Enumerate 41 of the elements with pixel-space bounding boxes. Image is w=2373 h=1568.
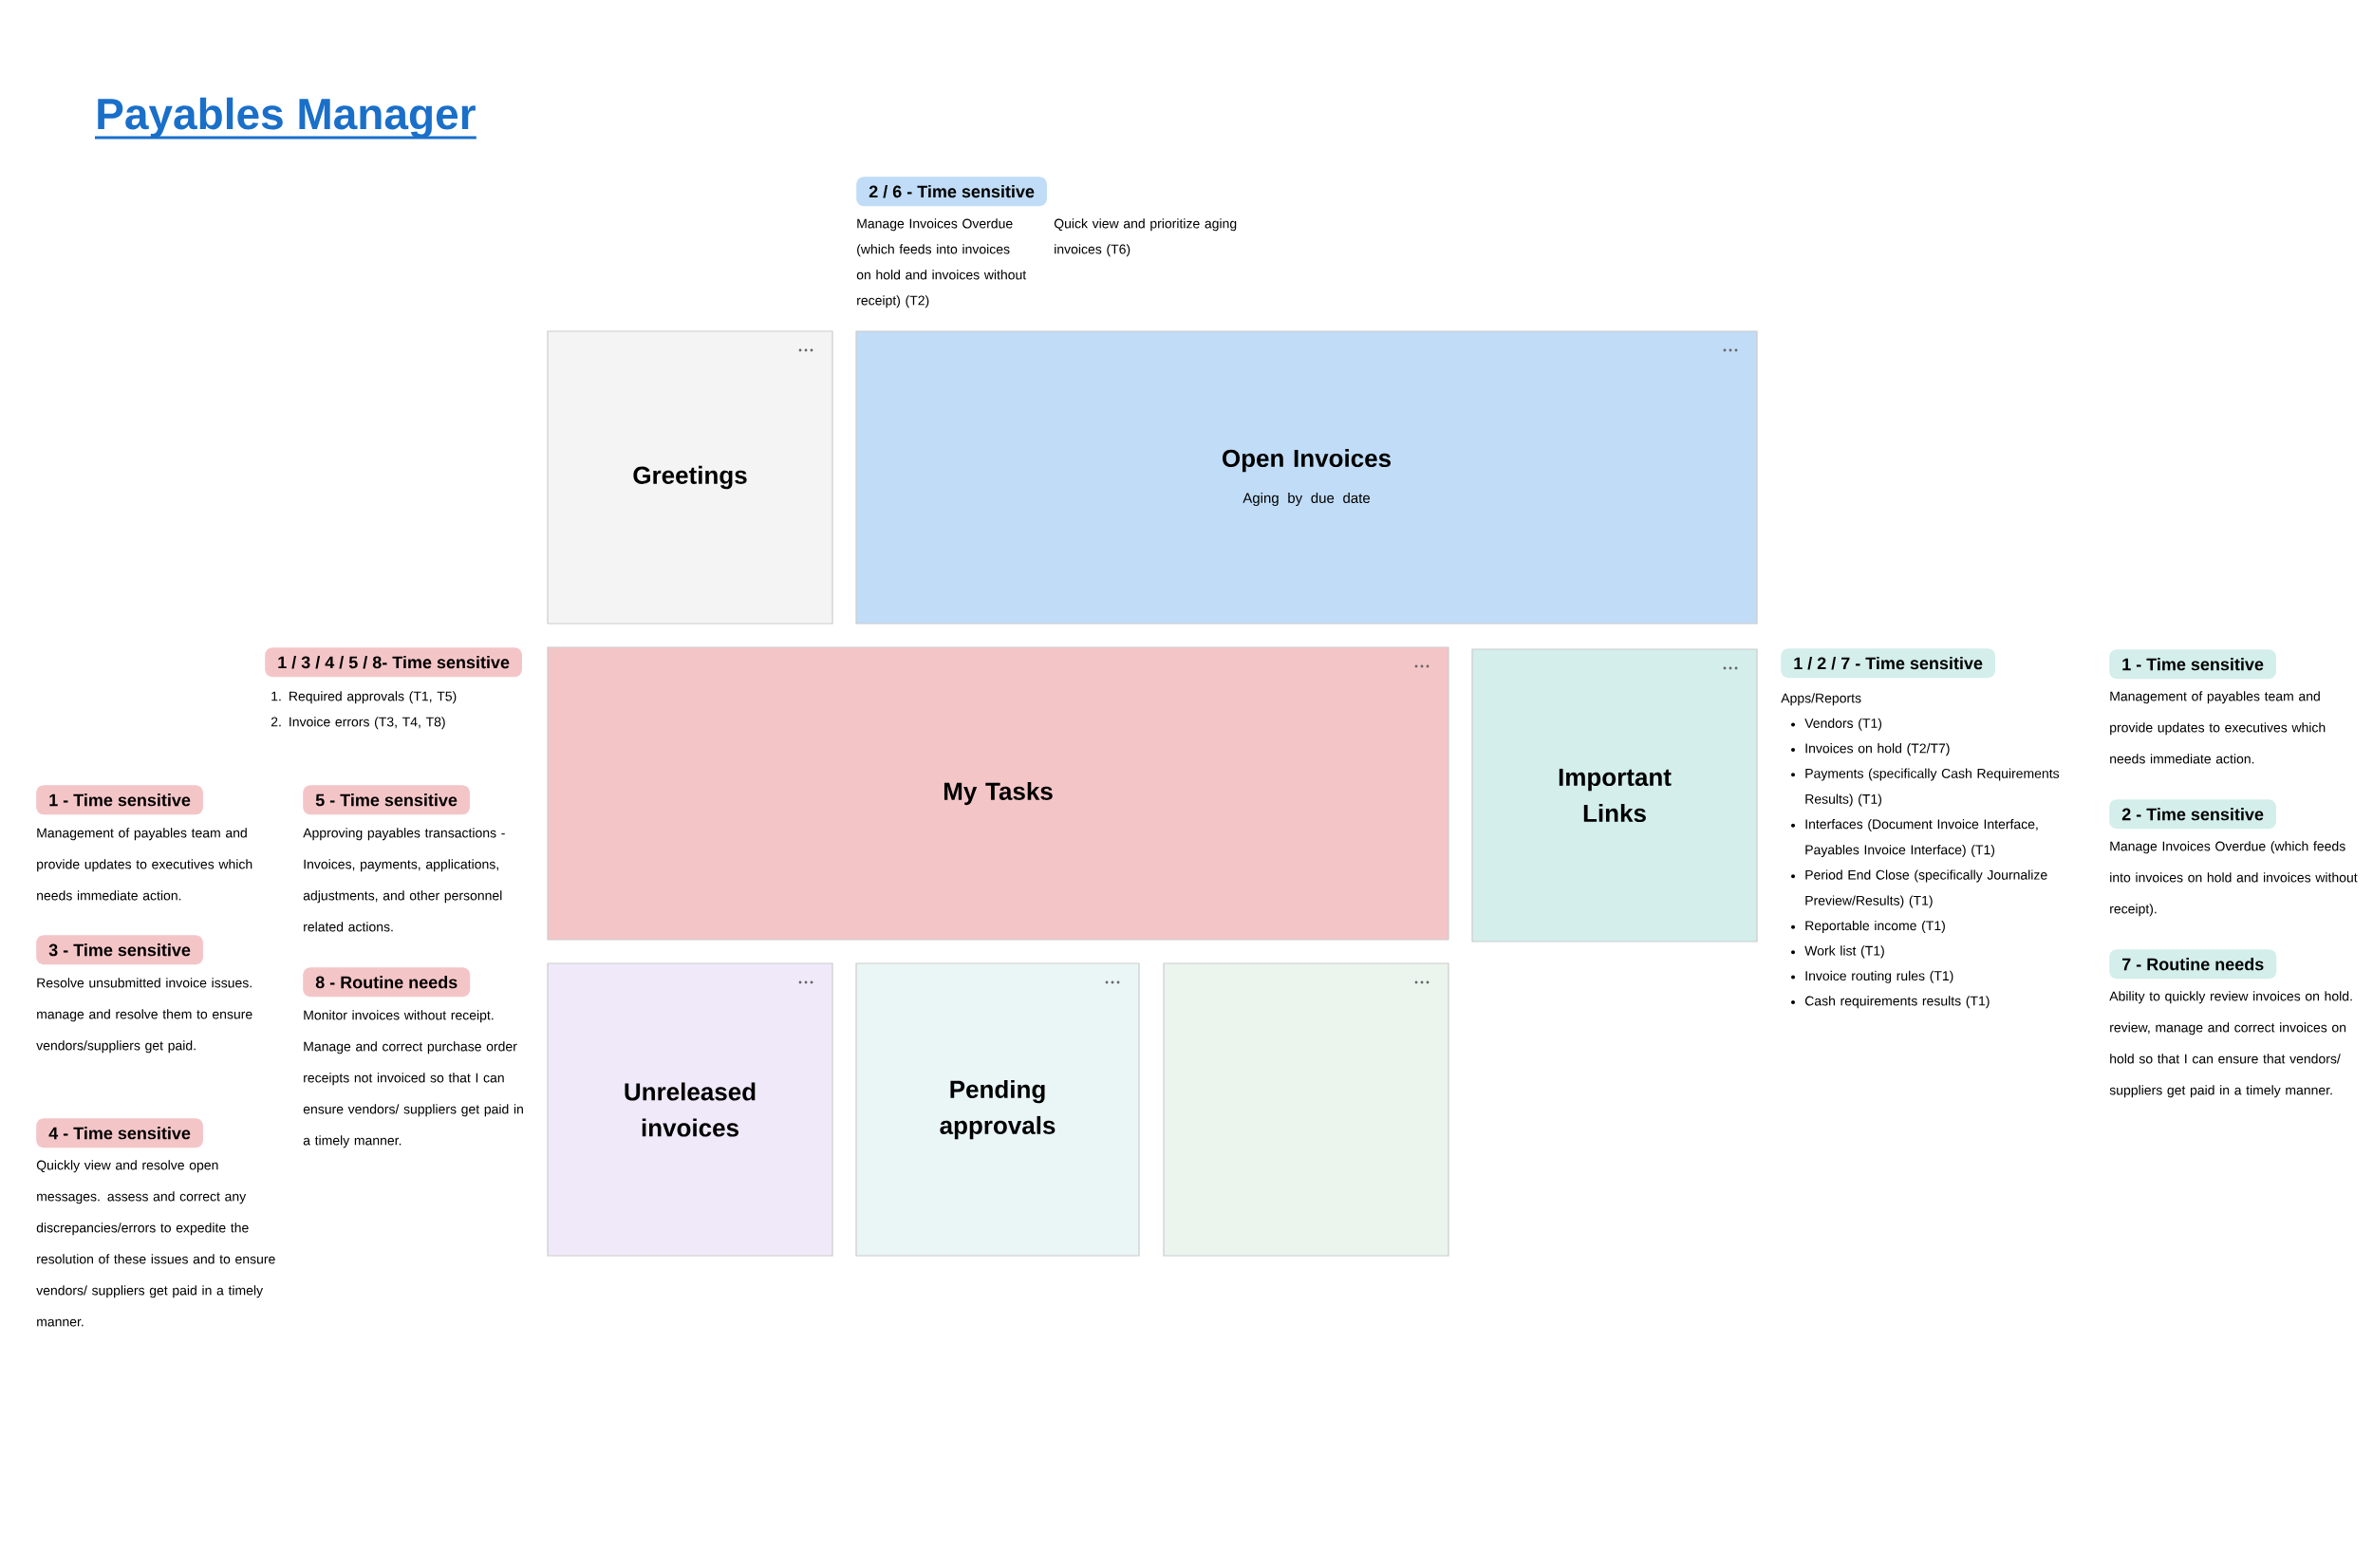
list-item: Vendors (T1) — [1791, 718, 1882, 731]
description-text: Management of payables team and provide updates to executives which needs immediate action. — [2110, 691, 2326, 764]
tag-pill: 2 - Time sensitive — [2109, 799, 2276, 830]
description-text: Manage Invoices Overdue (which feeds into invoices on hold and invoices without receipt). — [2110, 841, 2358, 917]
list-item: Work list (T1) — [1791, 945, 1884, 959]
tag-pill: 2 / 6 - Time sensitive — [856, 177, 1047, 207]
tile: Unreleased invoices — [547, 962, 833, 1257]
tag-pill: 4 - Time sensitive — [36, 1118, 203, 1148]
description-text: Monitor invoices without receipt. Manage and correct purchase order receipts not invoiced so that I can ensure vendors/ suppliers get paid in a timely manner. — [303, 1010, 523, 1148]
list-item: Invoices on hold (T2/T7) — [1791, 743, 1950, 756]
title-link: Payables Manager — [98, 97, 476, 139]
description-text: Approving payables transactions - Invoices, payments, applications, adjustments, and other personnel related actions. — [303, 828, 505, 932]
list-heading: Apps/Reports — [1781, 693, 1861, 706]
tag-pill: 8 - Routine needs — [303, 967, 471, 998]
tag-pill: 3 - Time sensitive — [36, 935, 203, 965]
description-text: Resolve unsubmitted invoice issues. manage and resolve them to ensure vendors/suppliers get paid. — [36, 978, 252, 1054]
list-item: Period End Close (specifically Journalize Preview/Results) (T1) — [1791, 869, 2047, 908]
tile: My Tasks — [547, 646, 1449, 941]
tag-pill: 1 - Time sensitive — [2109, 649, 2276, 680]
description-text: 2. Invoice errors (T3, T4, T8) — [271, 717, 445, 730]
description-text: 1. Required approvals (T1, T5) — [271, 691, 457, 704]
tag-pill: 1 - Time sensitive — [36, 785, 203, 815]
list-item: Payments (specifically Cash Requirements Results) (T1) — [1791, 768, 2060, 807]
description-text: Manage Invoices Overdue (which feeds into invoices on hold and invoices without receipt) (T2) — [856, 218, 1027, 308]
tile: Greetings — [547, 330, 833, 625]
list-item: Reportable income (T1) — [1791, 920, 1945, 933]
tile: Important Links — [1471, 648, 1758, 943]
tile: Open Invoices Aging by due date — [855, 330, 1758, 625]
description-text: Management of payables team and provide updates to executives which needs immediate action. — [37, 828, 252, 901]
list-item: Invoice routing rules (T1) — [1791, 970, 1953, 983]
tag-pill: 1 / 3 / 4 / 5 / 8- Time sensitive — [265, 647, 522, 678]
list-item: Cash requirements results (T1) — [1791, 996, 1990, 1009]
description-text: Quickly view and resolve open messages. assess and correct any discrepancies/errors to expedite the resolution of these issues and to ensure vendors/ suppliers get paid in a timely manner. — [36, 1160, 275, 1327]
tag-pill: 5 - Time sensitive — [303, 785, 470, 815]
tag-pill: 1 / 2 / 7 - Time sensitive — [1781, 648, 1995, 679]
description-text: Quick view and prioritize aging invoices (T6) — [1054, 218, 1237, 257]
tag-pill: 7 - Routine needs — [2109, 949, 2277, 980]
list-item: Interfaces (Document Invoice Interface, Payables Invoice Interface) (T1) — [1791, 819, 2038, 858]
empty-tile — [1163, 962, 1449, 1257]
description-text: Ability to quickly review invoices on hold. review, manage and correct invoices on hold so that I can ensure that vendors/ suppliers get paid in a timely manner. — [2109, 991, 2352, 1098]
tile: Pending approvals — [855, 962, 1140, 1257]
